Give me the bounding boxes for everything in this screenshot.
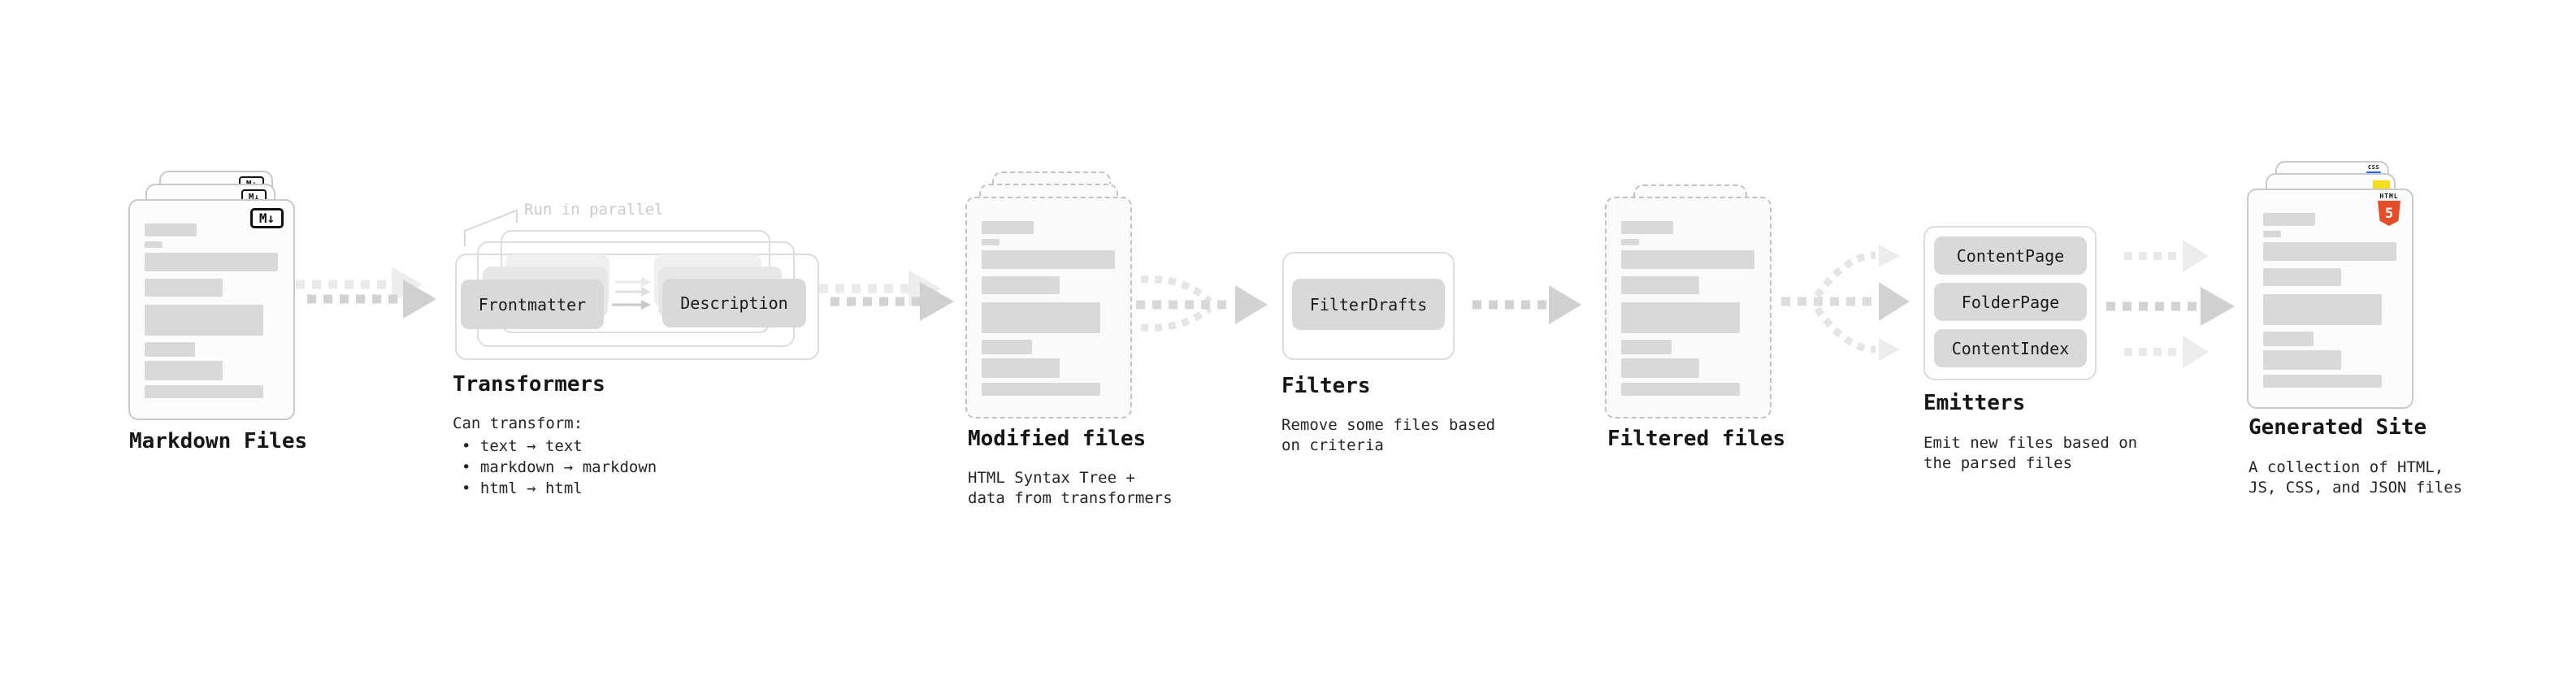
markdown-file-card-front: M↓ [128, 199, 295, 420]
placeholder-text-bar [982, 276, 1060, 294]
arrow-filters-to-filtered [1472, 285, 1581, 324]
arrow-markdown-to-transformers [296, 267, 436, 319]
placeholder-text-bar [145, 223, 197, 236]
placeholder-text-bar [1621, 302, 1740, 333]
description-box: Description [662, 279, 806, 327]
arrow-filtered-to-emitters [1781, 245, 1910, 361]
javascript-icon [2373, 180, 2390, 190]
modified-files-label: Modified files [968, 427, 1147, 451]
arrow-transformers-to-modified [819, 270, 954, 321]
placeholder-text-bar [982, 239, 1000, 245]
markdown-icon: M↓ [250, 208, 284, 228]
placeholder-text-bar [982, 340, 1032, 354]
placeholder-text-bar [1621, 250, 1754, 269]
placeholder-text-bar [982, 221, 1034, 234]
filtered-files-label: Filtered files [1607, 427, 1786, 451]
filterdrafts-box: FilterDrafts [1292, 279, 1445, 330]
placeholder-text-bar [982, 358, 1060, 378]
emitters-outline [1923, 226, 2097, 380]
placeholder-text-bar [1621, 276, 1699, 294]
emitters-desc: Emit new files based on the parsed files [1923, 434, 2138, 472]
markdown-files-label: Markdown Files [129, 429, 308, 453]
transformer-run-outline-front [455, 254, 819, 360]
modified-files-desc: HTML Syntax Tree + data from transformer… [968, 469, 1173, 507]
run-in-parallel-annotation: Run in parallel [524, 201, 664, 219]
placeholder-text-bar [1621, 340, 1672, 354]
filters-label: Filters [1281, 374, 1371, 398]
placeholder-text-bar [145, 342, 195, 357]
placeholder-text-bar [982, 383, 1100, 396]
bullet-item: • text → text [462, 437, 583, 455]
generated-site-desc: A collection of HTML, JS, CSS, and JSON … [2249, 458, 2463, 497]
placeholder-text-bar [2263, 268, 2341, 286]
generated-site-label: Generated Site [2249, 415, 2427, 440]
filtered-file-card-front [1605, 197, 1772, 419]
placeholder-text-bar [1621, 239, 1639, 245]
placeholder-text-bar [1621, 358, 1699, 378]
placeholder-text-bar [2263, 213, 2315, 226]
placeholder-text-bar [145, 279, 223, 297]
placeholder-text-bar [2263, 294, 2382, 325]
transformers-label: Transformers [453, 372, 605, 397]
bullet-item: • html → html [462, 479, 583, 497]
annotation-leader-line [464, 209, 518, 246]
filters-outline [1282, 252, 1455, 360]
placeholder-text-bar [982, 250, 1115, 269]
frontmatter-box: Frontmatter [461, 280, 604, 329]
emitters-label: Emitters [1923, 391, 2026, 415]
placeholder-text-bar [1621, 383, 1740, 396]
arrow-emitters-to-generated [2106, 240, 2235, 368]
placeholder-text-bar [2263, 231, 2281, 237]
placeholder-text-bar [2263, 375, 2382, 388]
transformers-desc-title: Can transform: [453, 414, 583, 432]
generated-html-card: HTML 5 [2247, 189, 2413, 409]
transformer-step-arrows [612, 277, 651, 310]
placeholder-text-bar [1621, 221, 1673, 234]
placeholder-text-bar [145, 241, 163, 248]
placeholder-text-bar [145, 361, 223, 380]
placeholder-text-bar [145, 253, 278, 271]
placeholder-text-bar [982, 302, 1100, 333]
html5-icon: HTML 5 [2376, 193, 2402, 226]
placeholder-text-bar [2263, 242, 2396, 261]
placeholder-text-bar [145, 305, 263, 336]
contentpage-box: ContentPage [1934, 236, 2087, 275]
placeholder-text-bar [2263, 332, 2314, 346]
placeholder-text-bar [145, 385, 263, 398]
modified-file-card-front [965, 197, 1132, 419]
folderpage-box: FolderPage [1934, 283, 2087, 321]
transformers-bullet-list: • text → text • markdown → markdown • ht… [462, 436, 657, 499]
placeholder-text-bar [2263, 350, 2341, 370]
filters-desc: Remove some files based on criteria [1281, 416, 1496, 454]
arrow-modified-to-filters [1136, 275, 1268, 332]
contentindex-box: ContentIndex [1934, 329, 2087, 367]
bullet-item: • markdown → markdown [462, 458, 657, 476]
